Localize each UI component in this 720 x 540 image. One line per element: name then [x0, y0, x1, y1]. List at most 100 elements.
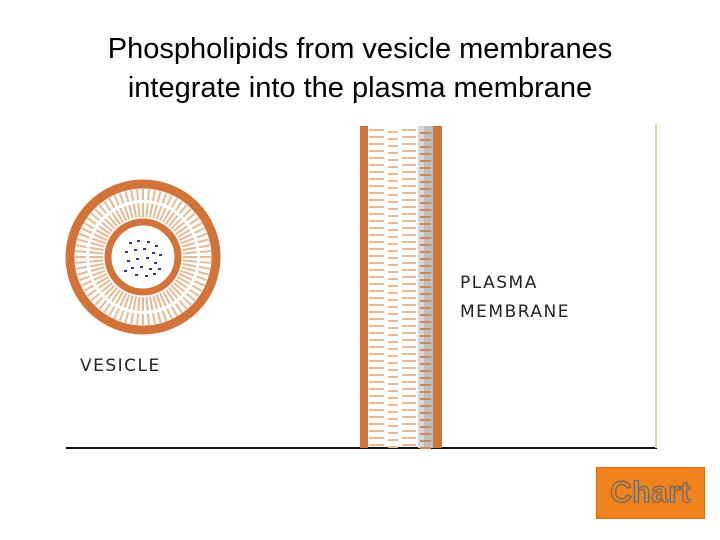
lipid-tail: [103, 200, 112, 211]
lipid-tail: [166, 194, 173, 206]
lipid-tail: [103, 303, 112, 314]
cargo-molecule: [153, 273, 156, 275]
lipid-tail: [77, 270, 89, 276]
lipid-tail: [189, 217, 200, 226]
lipid-tail: [80, 227, 92, 234]
cargo-molecule: [131, 267, 134, 269]
lipid-tail: [170, 218, 182, 230]
lipid-tail: [174, 200, 183, 211]
cargo-molecule: [158, 268, 161, 270]
lipid-tail: [158, 292, 167, 307]
lipid-tail: [182, 246, 197, 252]
cargo-molecule: [125, 251, 128, 253]
lipid-tail: [196, 275, 208, 282]
lipid-tail: [162, 209, 171, 223]
cargo-molecule: [127, 260, 130, 262]
lipid-tail: [128, 204, 134, 219]
lipid-tail: [191, 284, 203, 292]
lipid-tail: [166, 308, 173, 320]
lipid-tail: [136, 313, 140, 325]
lipid-tail: [130, 312, 135, 325]
lipid-tail: [161, 192, 168, 204]
lipid-tail: [137, 296, 141, 311]
lipid-tail: [178, 272, 193, 281]
lipid-tail: [132, 296, 138, 311]
lipid-tail: [170, 197, 178, 209]
lipid-tail: [98, 204, 108, 214]
lipid-tail: [90, 242, 105, 248]
lipid-tail: [111, 289, 121, 302]
lipid-tail: [146, 313, 150, 325]
lipid-tail: [199, 250, 211, 254]
lipid-tail: [151, 312, 156, 325]
lipid-tail: [177, 229, 191, 238]
cargo-molecule: [147, 241, 150, 243]
cargo-molecule: [143, 248, 146, 250]
lipid-tail: [89, 251, 104, 255]
lipid-tail: [119, 207, 128, 222]
cargo-molecule: [140, 266, 143, 268]
vesicle-outer-head-ring: [65, 179, 221, 335]
lipid-tail: [95, 229, 109, 238]
lipid-tail: [137, 203, 141, 218]
lipid-tail: [115, 291, 124, 305]
lipid-tail: [124, 191, 130, 203]
lipid-tail: [90, 266, 105, 272]
vesicle-label: VESICLE: [80, 356, 161, 376]
lipid-tail: [113, 194, 120, 206]
lipid-tail: [155, 205, 163, 220]
lipid-tail: [93, 233, 108, 242]
lipid-tail: [104, 218, 116, 230]
lipid-tail: [90, 292, 100, 302]
lipid-tail: [95, 276, 109, 285]
lipid-tail: [180, 269, 195, 277]
outer-head-layer: [360, 126, 368, 448]
lipid-tail: [182, 251, 197, 255]
lipid-tail: [170, 305, 178, 317]
lipid-tail: [156, 191, 162, 203]
lipid-tail: [75, 265, 88, 270]
lipid-tail: [124, 311, 130, 323]
lipid-tail: [155, 294, 163, 309]
vesicle: [65, 179, 221, 335]
lipid-tail: [83, 284, 95, 292]
lipid-tail: [175, 279, 188, 289]
chart-button-label: Chart: [609, 475, 691, 509]
lipid-tail: [118, 310, 125, 322]
lipid-tail: [86, 217, 97, 226]
lipid-tail: [128, 295, 134, 310]
cargo-molecule: [124, 270, 127, 272]
lipid-tail: [132, 203, 138, 218]
lipid-tail: [199, 260, 211, 264]
cargo-molecule: [152, 252, 155, 254]
lipid-tail: [151, 189, 156, 202]
lipid-tail: [198, 244, 211, 249]
lipid-tail: [152, 295, 158, 310]
lipid-tail: [123, 205, 131, 220]
lipid-tail: [89, 262, 104, 268]
cargo-molecule: [136, 258, 139, 260]
lipid-tail: [181, 266, 196, 272]
lipid-tail: [178, 233, 193, 242]
lipid-tail: [104, 284, 116, 296]
lipid-tail: [111, 212, 121, 225]
lipid-tail: [167, 214, 179, 228]
lipid-tail: [165, 289, 175, 302]
lipid-tail: [75, 250, 87, 254]
cargo-molecule: [137, 240, 140, 242]
lipid-tail: [91, 237, 106, 245]
lipid-tail: [86, 288, 97, 297]
lipid-tail: [162, 291, 171, 305]
cargo-molecule: [145, 275, 148, 277]
lipid-tail: [182, 262, 197, 268]
lipid-tail: [186, 212, 196, 222]
chart-button[interactable]: Chart: [596, 467, 705, 519]
lipid-tail: [100, 281, 114, 293]
lipid-tail: [94, 208, 104, 218]
lipid-tail: [78, 232, 90, 239]
plasma-membrane-label-line-1: PLASMA: [460, 273, 538, 293]
lipid-tail: [78, 275, 90, 282]
lipid-tail: [118, 192, 125, 204]
lipid-tail: [123, 294, 131, 309]
